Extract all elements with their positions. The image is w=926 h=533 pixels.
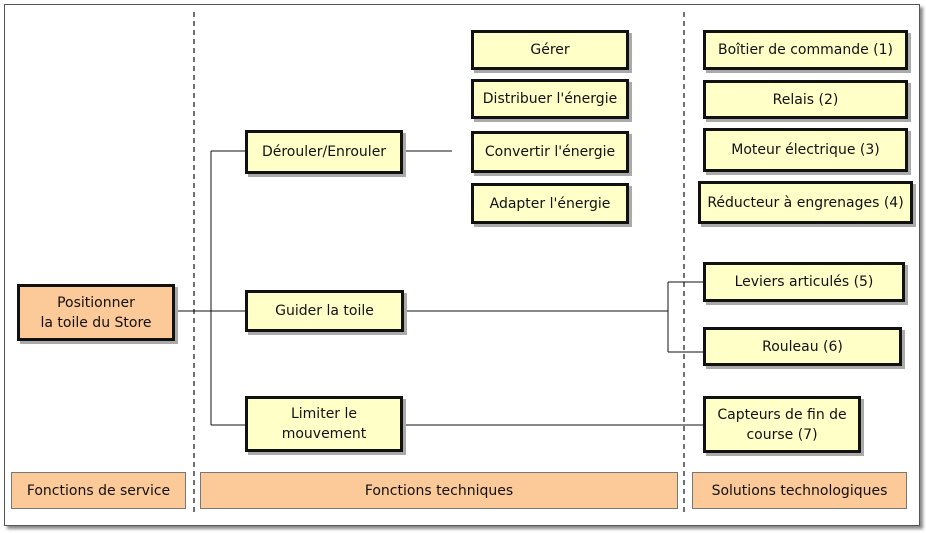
solution-relais: Relais (2): [703, 80, 908, 119]
solution-reducteur: Réducteur à engrenages (4): [698, 181, 913, 224]
solution-capteurs: Capteurs de fin de course (7): [703, 396, 861, 453]
solution-boitier-commande: Boîtier de commande (1): [703, 30, 908, 70]
solution-rouleau: Rouleau (6): [703, 327, 902, 366]
sub-function-gerer: Gérer: [471, 30, 629, 70]
sub-function-convertir: Convertir l'énergie: [471, 131, 629, 173]
solution-leviers: Leviers articulés (5): [703, 262, 905, 302]
sub-function-distribuer: Distribuer l'énergie: [471, 79, 629, 119]
technical-function-limiter: Limiter le mouvement: [245, 396, 403, 452]
solution-moteur: Moteur électrique (3): [703, 128, 908, 172]
footer-fonctions-techniques: Fonctions techniques: [200, 472, 678, 509]
sub-function-adapter: Adapter l'énergie: [471, 183, 629, 224]
technical-function-guider: Guider la toile: [245, 290, 404, 332]
footer-solutions-technologiques: Solutions technologiques: [692, 472, 907, 509]
technical-function-derouler: Dérouler/Enrouler: [245, 130, 403, 174]
footer-fonctions-service: Fonctions de service: [11, 472, 186, 509]
service-function-box: Positionner la toile du Store: [17, 284, 175, 341]
